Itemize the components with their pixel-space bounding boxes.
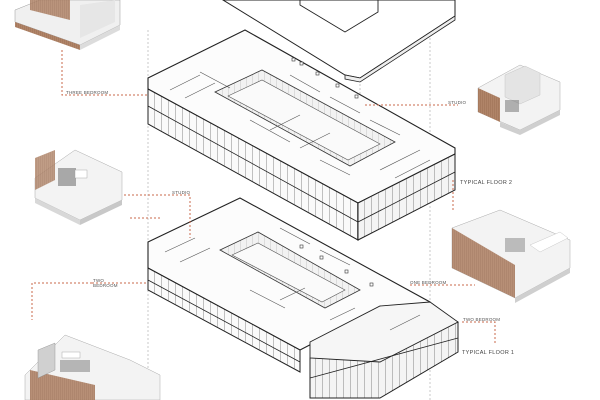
floor-label-typical-1: TYPICAL FLOOR 1 bbox=[462, 350, 515, 356]
callout-leaders bbox=[31, 50, 496, 345]
three-bedroom-model bbox=[14, 0, 121, 50]
callout-studio-left: STUDIO bbox=[172, 190, 191, 195]
callout-two-bedroom-right: TWO BEDROOM bbox=[463, 317, 501, 322]
typical-floor-2-plate bbox=[147, 29, 456, 241]
callout-studio-top: STUDIO bbox=[448, 100, 467, 105]
floor-label-typical-2: TYPICAL FLOOR 2 bbox=[460, 180, 513, 186]
two-bedroom-model-right bbox=[451, 209, 571, 303]
typical-floor-1-plate bbox=[147, 197, 459, 399]
callout-two-bedroom-left: TWO BEDROOM bbox=[93, 278, 118, 288]
callout-one-bedroom: ONE BEDROOM bbox=[410, 280, 447, 285]
roof-slab bbox=[222, 0, 456, 83]
callout-three-bedroom: THREE BEDROOM bbox=[66, 90, 109, 95]
two-bedroom-model-left bbox=[24, 334, 161, 400]
studio-model-top bbox=[477, 64, 561, 135]
studio-model-left bbox=[34, 149, 123, 225]
